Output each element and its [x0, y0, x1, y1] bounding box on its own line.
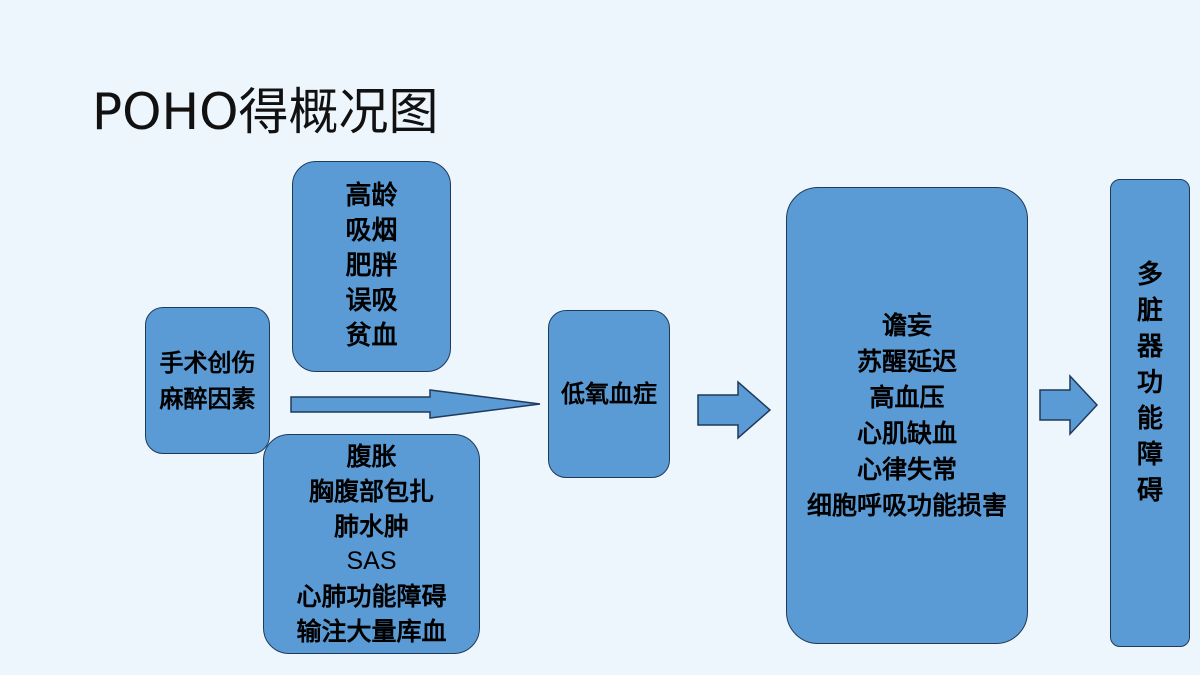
outcome-char: 器 [1136, 332, 1163, 362]
outcome-box: 多 脏 器 功 能 障 碍 [1110, 179, 1190, 647]
patient-factors-box: 高龄 吸烟 肥胖 误吸 贫血 [292, 161, 451, 372]
surgery-factor-line: 腹胀 [346, 442, 397, 471]
effect-line: 心律失常 [856, 454, 957, 484]
outcome-char: 障 [1136, 440, 1163, 470]
hypoxemia-box: 低氧血症 [548, 310, 670, 478]
surgery-factor-line: 输注大量库血 [296, 617, 447, 646]
patient-factor-line: 肥胖 [345, 251, 398, 281]
effects-box: 谵妄 苏醒延迟 高血压 心肌缺血 心律失常 细胞呼吸功能损害 [786, 187, 1028, 644]
outcome-char: 功 [1136, 368, 1163, 398]
page-title: POHO得概况图 [92, 83, 439, 141]
effect-line: 苏醒延迟 [856, 346, 957, 376]
surgery-factor-line: 肺水肿 [333, 512, 409, 541]
arrow-to-outcome [1039, 374, 1099, 436]
patient-factor-line: 吸烟 [345, 216, 398, 246]
effect-line: 谵妄 [881, 310, 932, 340]
cause-line: 手术创伤 [159, 348, 256, 377]
arrow-to-hypoxemia [290, 389, 541, 419]
patient-factor-line: 贫血 [345, 321, 398, 351]
outcome-char: 脏 [1136, 296, 1163, 326]
surgery-factor-line: 心肺功能障碍 [296, 582, 447, 611]
arrow-to-effects [697, 380, 772, 440]
cause-line: 麻醉因素 [159, 384, 256, 413]
outcome-char: 能 [1136, 404, 1163, 434]
surgery-factor-line: SAS [346, 547, 397, 575]
outcome-char: 多 [1136, 260, 1163, 290]
effect-line: 高血压 [869, 382, 945, 412]
surgery-factor-line: 胸腹部包扎 [308, 477, 434, 506]
outcome-char: 碍 [1136, 476, 1163, 506]
patient-factor-line: 高龄 [345, 181, 398, 211]
surgery-factors-box: 腹胀 胸腹部包扎 肺水肿 SAS 心肺功能障碍 输注大量库血 [263, 434, 480, 654]
effect-line: 心肌缺血 [856, 418, 957, 448]
patient-factor-line: 误吸 [345, 286, 398, 316]
hypoxemia-label: 低氧血症 [561, 380, 657, 408]
effect-line: 细胞呼吸功能损害 [806, 490, 1007, 520]
cause-box: 手术创伤 麻醉因素 [145, 307, 270, 454]
